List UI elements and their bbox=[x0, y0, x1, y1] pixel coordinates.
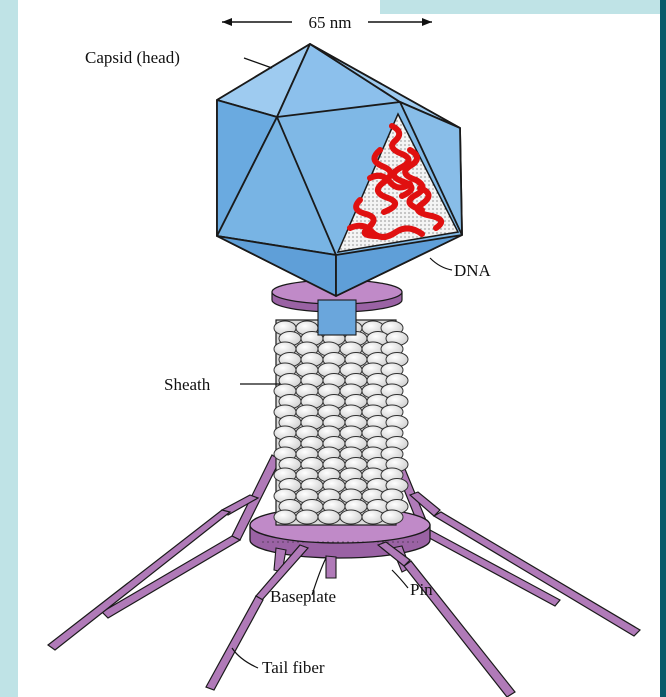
sheath-bead bbox=[318, 510, 340, 524]
dimension-label: 65 nm bbox=[309, 13, 352, 32]
sheath-bead bbox=[340, 510, 362, 524]
sheath-bead bbox=[296, 510, 318, 524]
pin-label: Pin bbox=[410, 580, 433, 599]
sheath-bead bbox=[274, 510, 296, 524]
capsid-label: Capsid (head) bbox=[85, 48, 180, 67]
sheath-label: Sheath bbox=[164, 375, 211, 394]
baseplate-label: Baseplate bbox=[270, 587, 336, 606]
tail-fibers-front bbox=[206, 542, 515, 697]
dimension-arrow: 65 nm bbox=[222, 13, 432, 32]
tail-fiber-label: Tail fiber bbox=[262, 658, 325, 677]
dna-label: DNA bbox=[454, 261, 492, 280]
sheath-bead bbox=[381, 510, 403, 524]
tail-sheath bbox=[274, 320, 408, 525]
